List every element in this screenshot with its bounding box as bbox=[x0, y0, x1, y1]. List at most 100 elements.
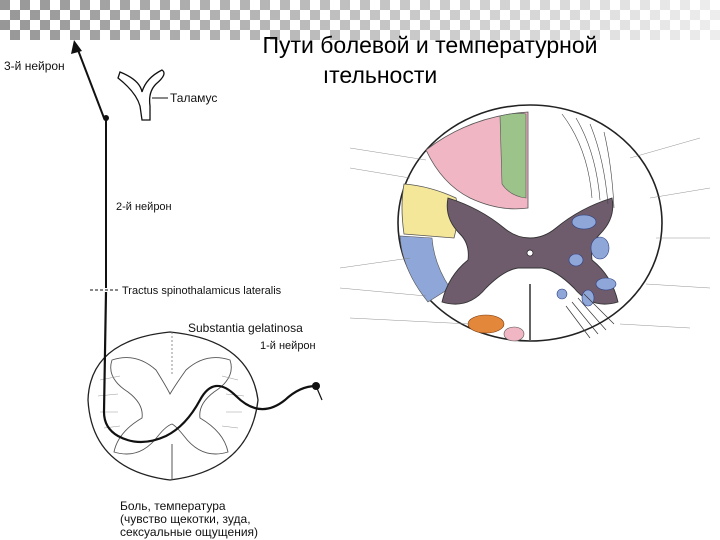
checker-cell bbox=[550, 10, 560, 20]
checker-cell bbox=[650, 10, 660, 20]
checker-cell bbox=[240, 20, 250, 30]
checker-cell bbox=[110, 10, 120, 20]
checker-cell bbox=[250, 10, 260, 20]
checker-cell bbox=[50, 30, 60, 40]
checker-cell bbox=[490, 30, 500, 40]
checker-cell bbox=[60, 20, 70, 30]
checker-cell bbox=[40, 20, 50, 30]
checkered-header-pattern bbox=[0, 0, 720, 40]
checker-cell bbox=[10, 30, 20, 40]
checker-cell bbox=[620, 20, 630, 30]
checker-cell bbox=[100, 20, 110, 30]
checker-cell bbox=[130, 10, 140, 20]
checker-cell bbox=[510, 30, 520, 40]
checker-cell bbox=[70, 10, 80, 20]
checker-cell bbox=[480, 0, 490, 10]
checker-cell bbox=[90, 10, 100, 20]
checker-cell bbox=[610, 10, 620, 20]
checker-cell bbox=[430, 10, 440, 20]
checker-cell bbox=[150, 10, 160, 20]
checker-cell bbox=[200, 0, 210, 10]
checker-cell bbox=[160, 0, 170, 10]
checker-cell bbox=[470, 30, 480, 40]
checker-cell bbox=[380, 0, 390, 10]
checker-cell bbox=[220, 20, 230, 30]
checker-cell bbox=[380, 20, 390, 30]
checker-cell bbox=[70, 30, 80, 40]
checker-cell bbox=[590, 30, 600, 40]
checker-cell bbox=[60, 0, 70, 10]
checker-cell bbox=[590, 10, 600, 20]
checker-cell bbox=[330, 30, 340, 40]
checker-cell bbox=[40, 0, 50, 10]
checker-cell bbox=[0, 20, 10, 30]
checker-cell bbox=[370, 30, 380, 40]
checker-cell bbox=[130, 30, 140, 40]
checker-cell bbox=[450, 30, 460, 40]
title-line-1: Пути болевой и температурной bbox=[262, 32, 598, 58]
tract-orange bbox=[467, 314, 505, 334]
checker-cell bbox=[300, 20, 310, 30]
checker-cell bbox=[260, 20, 270, 30]
central-canal bbox=[526, 249, 534, 257]
checker-cell bbox=[350, 10, 360, 20]
slide-title: Пути болевой и температурной ıтельности bbox=[150, 30, 710, 90]
checker-cell bbox=[30, 10, 40, 20]
checker-cell bbox=[280, 0, 290, 10]
checker-cell bbox=[540, 0, 550, 10]
checker-cell bbox=[290, 30, 300, 40]
checker-cell bbox=[460, 0, 470, 10]
checker-cell bbox=[100, 0, 110, 10]
checker-cell bbox=[240, 0, 250, 10]
checker-cell bbox=[710, 30, 720, 40]
checker-cell bbox=[660, 0, 670, 10]
checker-cell bbox=[420, 0, 430, 10]
checker-cell bbox=[30, 30, 40, 40]
checker-cell bbox=[220, 0, 230, 10]
neuron3-label: 3-й нейрон bbox=[4, 59, 65, 73]
gray-matter-outline bbox=[110, 357, 232, 455]
checker-cell bbox=[310, 30, 320, 40]
checker-cell bbox=[20, 20, 30, 30]
checker-cell bbox=[560, 20, 570, 30]
checker-cell bbox=[420, 20, 430, 30]
spinal-cord-cross-section bbox=[339, 104, 711, 342]
checker-cell bbox=[520, 0, 530, 10]
tract-label: Tractus spinothalamicus lateralis bbox=[122, 285, 282, 297]
ventral-root-fibers bbox=[565, 293, 615, 339]
checker-cell bbox=[250, 30, 260, 40]
checker-cell bbox=[480, 20, 490, 30]
caption-line-2: (чувство щекотки, зуда, bbox=[120, 512, 251, 526]
checker-cell bbox=[80, 0, 90, 10]
checker-cell bbox=[140, 20, 150, 30]
checker-cell bbox=[150, 30, 160, 40]
checker-cell bbox=[180, 0, 190, 10]
checker-cell bbox=[530, 10, 540, 20]
checker-cell bbox=[180, 20, 190, 30]
checker-cell bbox=[210, 10, 220, 20]
checker-cell bbox=[270, 30, 280, 40]
checker-cell bbox=[460, 20, 470, 30]
checker-cell bbox=[520, 20, 530, 30]
checker-cell bbox=[10, 10, 20, 20]
checker-cell bbox=[530, 30, 540, 40]
annotation-leaders bbox=[339, 137, 711, 329]
neuron1-label: 1-й нейрон bbox=[260, 340, 316, 352]
checker-cell bbox=[90, 30, 100, 40]
thalamus-shape bbox=[117, 69, 165, 121]
checker-cell bbox=[580, 0, 590, 10]
checker-cell bbox=[330, 10, 340, 20]
checker-cell bbox=[610, 30, 620, 40]
checker-cell bbox=[630, 10, 640, 20]
thalamus-label: Таламус bbox=[170, 91, 217, 105]
checker-cell bbox=[670, 30, 680, 40]
checker-cell bbox=[270, 10, 280, 20]
checker-cell bbox=[650, 30, 660, 40]
checker-cell bbox=[160, 20, 170, 30]
checker-cell bbox=[190, 30, 200, 40]
tract-pink-small bbox=[503, 326, 525, 342]
checker-cell bbox=[700, 20, 710, 30]
checker-cell bbox=[300, 0, 310, 10]
title-line-2: ıтельности bbox=[322, 62, 438, 88]
checker-cell bbox=[400, 0, 410, 10]
